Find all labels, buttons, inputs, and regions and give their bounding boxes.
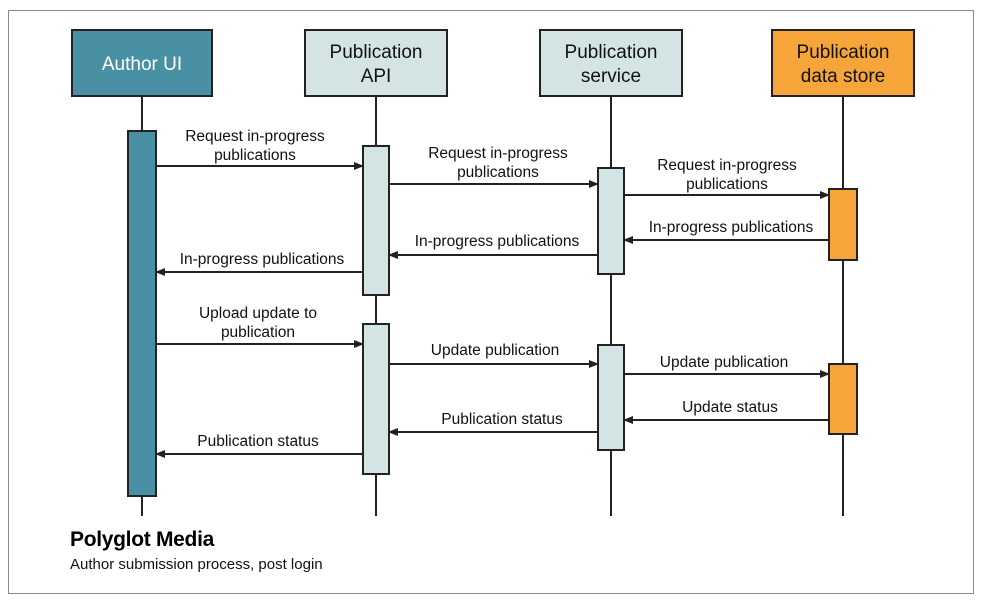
author-ui-header-label: Author UI xyxy=(102,54,182,75)
message-label: publication xyxy=(221,324,295,341)
message-label: publications xyxy=(457,164,539,181)
message-label: Request in-progress xyxy=(657,157,797,174)
publication-data-store-header-box xyxy=(771,29,915,97)
publication-data-store-header-label: Publication xyxy=(797,42,890,63)
message-label: Publication status xyxy=(197,433,319,450)
message-label: publications xyxy=(214,147,296,164)
message-label: In-progress publications xyxy=(180,251,345,268)
publication-data-store-activation-bar xyxy=(828,363,858,435)
publication-service-activation-bar xyxy=(597,167,625,275)
message-label: Update publication xyxy=(431,342,559,359)
publication-api-header-label: Publication xyxy=(330,42,423,63)
publication-service-header-box xyxy=(539,29,683,97)
publication-data-store-header: Publication data store xyxy=(771,29,915,97)
publication-service-header-label: service xyxy=(581,66,641,87)
author-ui-header-box xyxy=(71,29,213,97)
publication-api-header-label: API xyxy=(361,66,392,87)
message-label: Request in-progress xyxy=(185,128,325,145)
publication-api-activation-bar xyxy=(362,145,390,296)
author-ui-activation-bar xyxy=(127,130,157,497)
diagram-frame xyxy=(8,10,974,594)
publication-service-header-label: Publication xyxy=(565,42,658,63)
publication-data-store-header-label: data store xyxy=(801,66,886,87)
author-ui-header: Author UI xyxy=(71,29,213,97)
publication-service-header: Publication service xyxy=(539,29,683,97)
message-label: In-progress publications xyxy=(649,219,814,236)
message-label: Upload update to xyxy=(199,305,317,322)
publication-api-header-box xyxy=(304,29,448,97)
message-label: Publication status xyxy=(441,411,563,428)
message-label: publications xyxy=(686,176,768,193)
message-label: Request in-progress xyxy=(428,145,568,162)
message-label: Update status xyxy=(682,399,778,416)
publication-data-store-activation-bar xyxy=(828,188,858,261)
publication-service-activation-bar xyxy=(597,344,625,451)
diagram-subtitle: Author submission process, post login xyxy=(70,556,323,573)
message-label: Update publication xyxy=(660,354,788,371)
message-label: In-progress publications xyxy=(415,233,580,250)
publication-api-activation-bar xyxy=(362,323,390,475)
diagram-title: Polyglot Media xyxy=(70,528,214,551)
